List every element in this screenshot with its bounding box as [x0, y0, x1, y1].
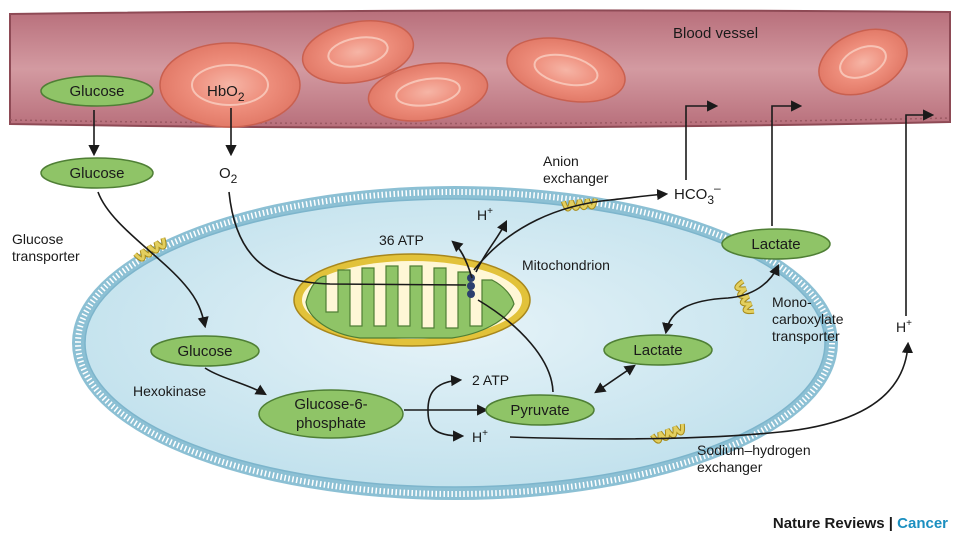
mct-label-line3: transporter: [772, 328, 840, 344]
arrow-pyruvate-to-mito: [477, 299, 554, 393]
arrow-g6p-split: [404, 380, 460, 411]
arrow-hco3-up: [685, 100, 719, 180]
glucose-transporter-label-line2: transporter: [12, 248, 80, 264]
arrow-lactate-mct: [662, 263, 780, 335]
mct-label-line1: Mono-: [772, 294, 812, 310]
publication-credit: Nature Reviews | Cancer: [773, 515, 948, 532]
arrow-to-hco3: [473, 188, 669, 271]
atp-36-label: 36 ATP: [379, 232, 424, 248]
arrow-pyruvate-lactate: [594, 364, 636, 394]
arrow-36-atp: [451, 240, 473, 279]
hexokinase-label: Hexokinase: [133, 383, 206, 399]
arrow-h-plus-efflux: [509, 341, 914, 440]
h-plus-mito-label: H+: [477, 206, 493, 223]
anion-exchanger-label-line2: exchanger: [543, 170, 609, 186]
arrow-g6p-to-h: [427, 409, 465, 442]
red-blood-cell: [301, 20, 415, 84]
g6p-label-line1: Glucose-6-: [294, 396, 367, 413]
arrow-h-plus-mito: [475, 219, 508, 273]
g6p-label-line2: phosphate: [296, 415, 366, 432]
node-lactate-inside: Lactate: [603, 334, 713, 366]
red-blood-cell: [818, 28, 908, 96]
nhe-label-line2: exchanger: [697, 459, 763, 475]
glucose-inside-label: Glucose: [177, 343, 232, 360]
electron-transport-chain: [467, 274, 475, 298]
hbo2-label: HbO2: [207, 83, 245, 104]
anion-exchanger-label-line1: Anion: [543, 153, 579, 169]
glucose-transporter-protein: [133, 237, 167, 262]
red-blood-cell: [159, 42, 301, 128]
h-plus-right-label: H+: [896, 318, 912, 335]
o2-label: O2: [219, 165, 238, 186]
lactate-inside-label: Lactate: [633, 342, 682, 359]
mct-label-line2: carboxylate: [772, 311, 844, 327]
node-glucose-blood: Glucose: [40, 75, 154, 107]
blood-vessel-label: Blood vessel: [673, 25, 758, 42]
node-lactate-outside: Lactate: [721, 228, 831, 260]
mitochondrion: [293, 253, 531, 347]
arrow-glucose-transport: [97, 191, 209, 329]
arrow-h-plus-up: [905, 109, 935, 316]
red-blood-cell: [367, 62, 489, 122]
pyruvate-label: Pyruvate: [510, 402, 569, 419]
pathway-arrows: [88, 100, 935, 442]
arrow-hexokinase: [204, 367, 267, 396]
h-plus-low-label: H+: [472, 428, 488, 445]
red-blood-cell: [506, 37, 626, 103]
cell-membrane: [75, 189, 835, 497]
atp-2-label: 2 ATP: [472, 372, 509, 388]
arrow-lactate-up: [771, 100, 803, 226]
glucose-blood-label: Glucose: [69, 83, 124, 100]
node-glucose-inside: Glucose: [150, 335, 260, 367]
mitochondrion-label: Mitochondrion: [522, 257, 610, 273]
glucose-transporter-label-line1: Glucose: [12, 231, 64, 247]
lactate-outside-label: Lactate: [751, 236, 800, 253]
hco3-label: HCO3–: [674, 181, 721, 207]
node-glucose-6-phosphate: Glucose-6- phosphate: [258, 389, 404, 439]
glucose-outside-label: Glucose: [69, 165, 124, 182]
arrow-o2-to-mito: [228, 191, 467, 286]
nhe-label-line1: Sodium–hydrogen: [697, 442, 811, 458]
blood-vessel: [9, 9, 951, 129]
node-glucose-outside: Glucose: [40, 157, 154, 189]
node-pyruvate: Pyruvate: [485, 394, 595, 426]
